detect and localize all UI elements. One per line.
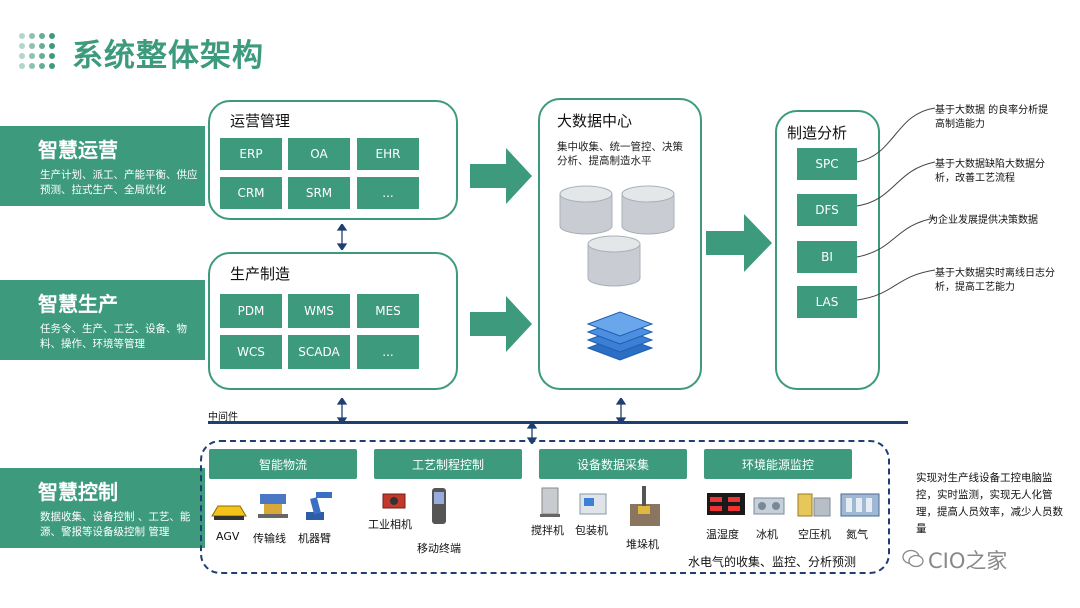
device-label-mobile-terminal: 移动终端 [417,542,461,555]
callout-lines [856,107,936,301]
ops-erp-box: ERP [220,138,282,170]
device-label-agv: AGV [216,530,240,543]
nitrogen-generator-icon [840,493,880,517]
analysis-bi-box: BI [797,241,857,273]
device-label-chiller: 冰机 [756,528,778,541]
device-label-temp-humidity: 温湿度 [706,528,739,541]
robot-arm-icon [306,492,332,520]
mobile-terminal-icon [432,488,446,524]
ops-ehr-box: EHR [357,138,419,170]
mixer-icon [540,487,560,517]
bigdata-desc: 集中收集、统一管控、决策分析、提高制造水平 [557,141,683,167]
device-label-compressor: 空压机 [798,528,831,541]
band-title: 智慧控制 [38,480,118,504]
band-desc: 任务令、生产、工艺、设备、物料、操作、环境等管理 [40,323,187,350]
prod-pdm-box: PDM [220,294,282,328]
title-dots-icon [19,33,55,69]
agv-icon [211,505,247,520]
arrow-right-icon [470,296,532,352]
band-title: 智慧运营 [38,138,118,162]
temp-humidity-meter-icon [707,493,745,515]
analysis-dfs-box: DFS [797,194,857,226]
device-label-camera: 工业相机 [368,518,412,531]
control-footer: 水电气的收集、监控、分析预测 [688,555,857,569]
category-equipment-data: 设备数据采集 [539,449,687,479]
device-label-mixer: 搅拌机 [531,524,564,537]
ops-title: 运营管理 [230,112,291,130]
watermark-text: CIO之家 [928,549,1008,573]
bigdata-title: 大数据中心 [557,112,633,130]
prod-more-box: ... [357,335,419,369]
note-decision-data: 为企业发展提供决策数据 [928,215,1038,226]
stacker-crane-icon [630,486,660,526]
prod-title: 生产制造 [230,265,291,283]
air-compressor-icon [797,493,831,517]
arrow-right-icon [706,214,772,272]
device-label-robot-arm: 机器臂 [298,532,331,545]
data-layers-icon [586,311,654,361]
note-log-analysis: 基于大数据实时离线日志分析，提高工艺能力 [935,268,1055,293]
prod-mes-box: MES [357,294,419,328]
band-title: 智慧生产 [38,292,118,316]
prod-scada-box: SCADA [288,335,350,369]
wechat-icon [902,549,924,568]
middleware-line [208,421,908,424]
analysis-las-box: LAS [797,286,857,318]
band-desc: 生产计划、派工、产能平衡、供应预测、拉式生产、全局优化 [40,169,198,196]
prod-wcs-box: WCS [220,335,282,369]
arrow-right-icon [470,148,532,204]
category-energy-monitoring: 环境能源监控 [704,449,852,479]
analysis-spc-box: SPC [797,148,857,180]
note-yield-analysis: 基于大数据 的良率分析提高制造能力 [935,105,1049,130]
conveyor-icon [258,494,288,518]
prod-wms-box: WMS [288,294,350,328]
category-smart-logistics: 智能物流 [209,449,357,479]
ops-oa-box: OA [288,138,350,170]
packaging-machine-icon [579,493,607,515]
ops-more-box: ... [357,177,419,209]
double-arrow-icon [336,224,348,250]
band-smart-operation: 智慧运营 生产计划、派工、产能平衡、供应预测、拉式生产、全局优化 [0,126,205,206]
control-note: 实现对生产线设备工控电脑监控，实时监测，实现无人化管理，提高人员效率，减少人员数… [916,472,1063,535]
database-cylinders-icon [559,185,675,287]
device-label-conveyor: 传输线 [253,532,286,545]
device-label-stacker: 堆垛机 [626,538,659,551]
band-desc: 数据收集、设备控制 、工艺、能源、警报等设备级控制 管理 [40,511,191,538]
middleware-label: 中间件 [208,412,238,423]
band-smart-control: 智慧控制 数据收集、设备控制 、工艺、能源、警报等设备级控制 管理 [0,468,205,548]
chiller-icon [753,497,785,515]
control-container [200,440,890,574]
band-smart-production: 智慧生产 任务令、生产、工艺、设备、物料、操作、环境等管理 [0,280,205,360]
industrial-camera-icon [382,493,406,509]
note-defect-analysis: 基于大数据缺陷大数据分析，改善工艺流程 [935,159,1045,184]
ops-crm-box: CRM [220,177,282,209]
analysis-title: 制造分析 [787,124,848,142]
category-process-control: 工艺制程控制 [374,449,522,479]
page-title: 系统整体架构 [72,38,264,74]
device-label-packaging: 包装机 [575,524,608,537]
ops-srm-box: SRM [288,177,350,209]
device-label-nitrogen: 氮气 [846,528,868,541]
